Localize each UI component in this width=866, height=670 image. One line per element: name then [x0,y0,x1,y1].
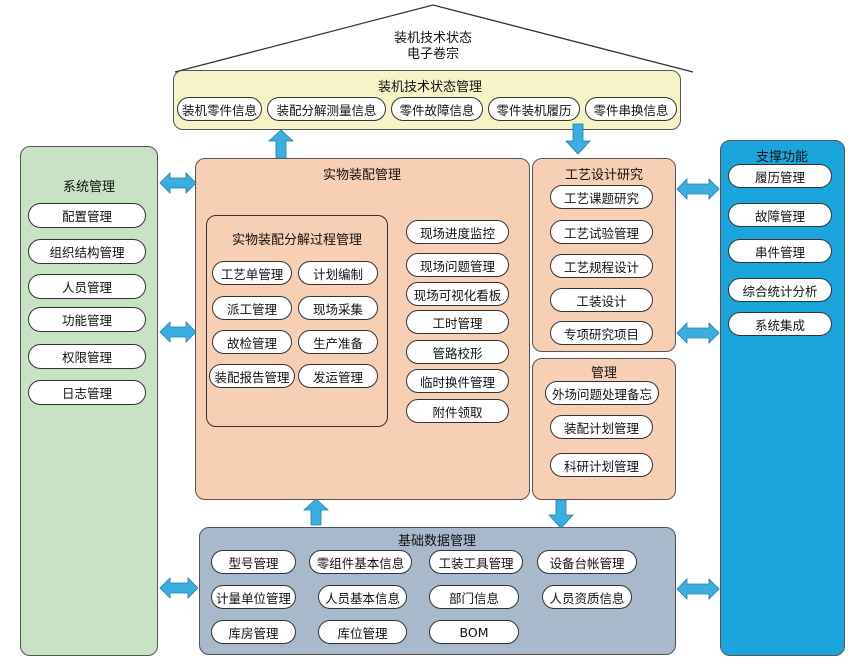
process-design-item-2[interactable]: 工艺规程设计 [550,254,653,278]
process-item-0[interactable]: 工艺单管理 [212,261,292,285]
tech-status-item-2[interactable]: 零件故障信息 [391,97,483,121]
support-item-1[interactable]: 故障管理 [728,203,832,227]
base-data-item-10[interactable]: BOM [429,620,519,644]
management-title: 管理 [590,366,617,381]
assembly-title: 实物装配管理 [322,168,401,183]
arrow-assembly-to-tech-status [267,129,295,159]
base-data-item-4[interactable]: 计量单位管理 [211,585,296,609]
support-item-0[interactable]: 履历管理 [728,164,832,188]
assembly-process-box [206,215,388,427]
system-item-1[interactable]: 组织结构管理 [28,239,146,264]
system-item-0[interactable]: 配置管理 [28,203,146,228]
site-item-4[interactable]: 管路校形 [406,340,509,364]
process-item-6[interactable]: 装配报告管理 [209,364,295,388]
double-arrow-system-base-data [159,577,199,599]
support-item-4[interactable]: 系统集成 [728,312,832,336]
system-item-2[interactable]: 人员管理 [28,274,146,299]
support-item-3[interactable]: 综合统计分析 [728,278,832,302]
site-item-1[interactable]: 现场问题管理 [406,253,509,277]
double-arrow-process-design-support-top [676,178,720,200]
process-item-5[interactable]: 生产准备 [298,330,378,354]
process-design-item-0[interactable]: 工艺课题研究 [550,185,653,209]
tech-status-item-0[interactable]: 装机零件信息 [177,97,262,121]
site-item-3[interactable]: 工时管理 [406,310,509,334]
base-data-item-0[interactable]: 型号管理 [211,550,296,574]
double-arrow-system-assembly-top [159,172,197,194]
base-data-item-7[interactable]: 人员资质信息 [542,585,632,609]
process-item-3[interactable]: 现场采集 [298,296,378,320]
site-item-5[interactable]: 临时换件管理 [406,369,509,393]
base-data-item-5[interactable]: 人员基本信息 [318,585,407,609]
process-item-7[interactable]: 发运管理 [298,364,378,388]
process-item-2[interactable]: 派工管理 [212,296,292,320]
system-item-3[interactable]: 功能管理 [28,307,146,332]
base-data-item-8[interactable]: 库房管理 [211,620,296,644]
assembly-process-title: 实物装配分解过程管理 [231,233,362,248]
support-item-2[interactable]: 串件管理 [728,239,832,263]
tech-status-item-1[interactable]: 装配分解测量信息 [267,97,386,121]
tech-status-item-4[interactable]: 零件串换信息 [585,97,677,121]
tech-status-item-3[interactable]: 零件装机履历 [488,97,580,121]
management-item-0[interactable]: 外场问题处理备忘 [545,381,659,405]
roof-outline [174,4,694,73]
system-title: 系统管理 [62,180,115,195]
process-design-item-1[interactable]: 工艺试验管理 [550,220,653,244]
site-item-6[interactable]: 附件领取 [406,399,509,423]
base-data-item-3[interactable]: 设备台帐管理 [537,550,637,574]
process-item-4[interactable]: 故检管理 [212,330,292,354]
roof-title-line2: 电子卷宗 [406,47,459,62]
process-item-1[interactable]: 计划编制 [298,261,378,285]
base-data-item-1[interactable]: 零组件基本信息 [309,550,412,574]
process-design-title: 工艺设计研究 [564,168,643,183]
arrow-management-to-base-data [548,499,574,529]
site-item-0[interactable]: 现场进度监控 [406,220,509,244]
process-design-item-4[interactable]: 专项研究项目 [550,321,653,345]
site-item-2[interactable]: 现场可视化看板 [406,282,509,306]
base-data-item-2[interactable]: 工装工具管理 [429,550,523,574]
tech-status-title: 装机技术状态管理 [377,80,482,95]
arrow-tech-status-to-process-design [565,123,591,155]
process-design-item-3[interactable]: 工装设计 [550,288,653,312]
management-item-1[interactable]: 装配计划管理 [550,415,653,439]
double-arrow-base-data-support [676,578,720,600]
system-item-4[interactable]: 权限管理 [28,344,146,369]
double-arrow-system-assembly-mid [159,321,197,343]
support-title: 支撑功能 [755,150,808,165]
arrow-base-data-to-assembly [302,498,330,526]
base-data-item-9[interactable]: 库位管理 [318,620,407,644]
system-item-5[interactable]: 日志管理 [28,380,146,405]
base-data-title: 基础数据管理 [397,534,476,549]
base-data-item-6[interactable]: 部门信息 [429,585,519,609]
management-item-2[interactable]: 科研计划管理 [550,453,653,477]
double-arrow-process-design-support-mid [676,322,720,344]
roof-title-line1: 装机技术状态 [393,31,472,46]
